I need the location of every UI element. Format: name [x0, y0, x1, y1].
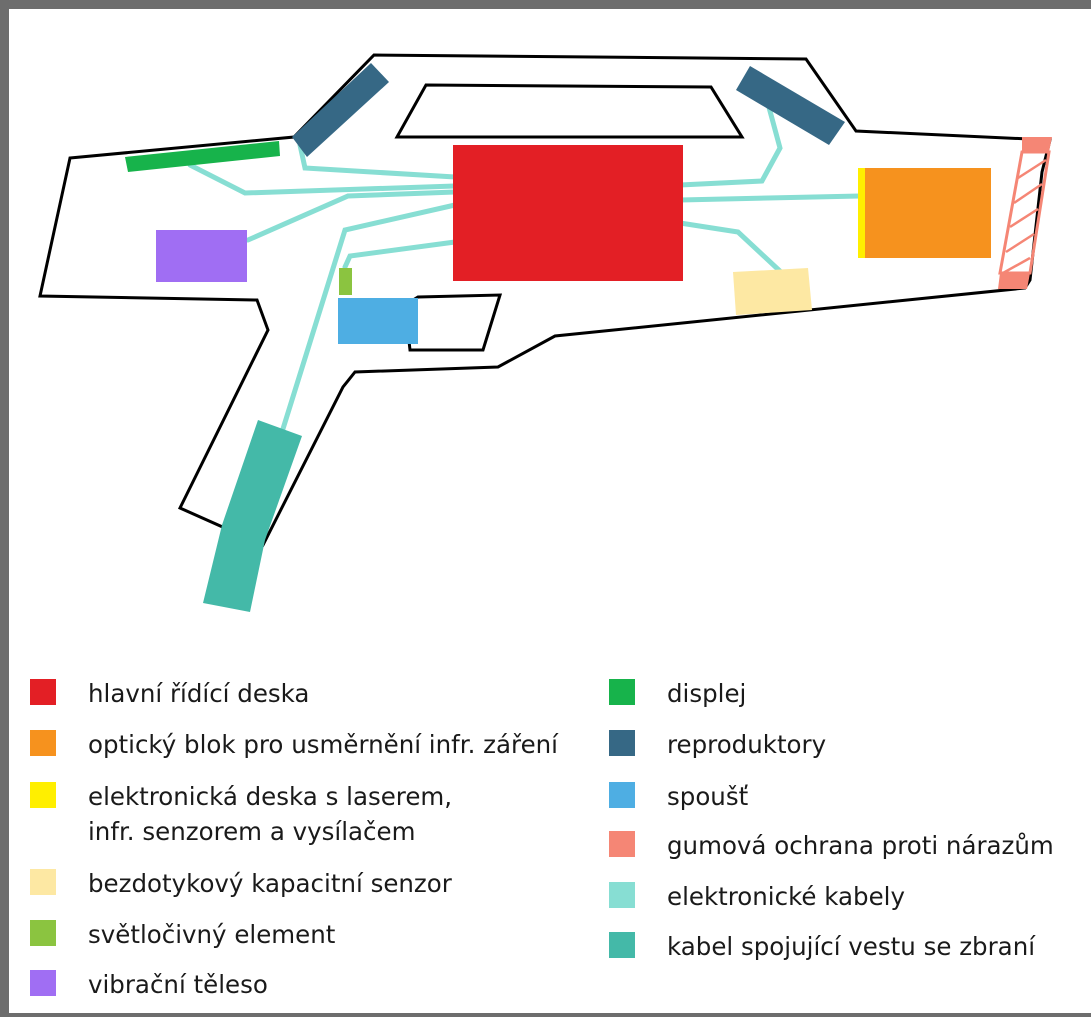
legend-swatch	[609, 831, 635, 857]
display	[125, 141, 280, 172]
legend-label: kabel spojující vestu se zbraní	[667, 932, 1036, 961]
legend-item-main-board: hlavní řídící deska	[30, 676, 309, 711]
legend-swatch	[30, 730, 56, 756]
cable-light-element	[342, 239, 458, 270]
legend-item-optical-block: optický blok pro usměrnění infr. záření	[30, 727, 558, 762]
legend-swatch	[609, 782, 635, 808]
cable-vest	[279, 202, 458, 435]
electronic-cables	[187, 97, 863, 435]
gun-diagram	[38, 53, 1052, 612]
legend-label: spoušť	[667, 782, 749, 811]
legend-label: vibrační těleso	[88, 970, 268, 999]
cable-speaker-right	[677, 97, 783, 188]
legend-swatch	[30, 782, 56, 808]
speaker-right	[736, 66, 845, 145]
legend-label: displej	[667, 679, 747, 708]
legend-swatch	[30, 970, 56, 996]
legend-item-display: displej	[609, 676, 746, 711]
speaker-left	[292, 63, 389, 157]
optical-block	[865, 168, 991, 258]
legend-item-speakers: reproduktory	[609, 727, 826, 762]
vest-cable	[203, 420, 302, 612]
legend-item-vibration-body: vibrační těleso	[30, 967, 268, 1002]
legend-item-vest-cable: kabel spojující vestu se zbraní	[609, 929, 1035, 964]
legend-item-rubber-protection: gumová ochrana proti nárazům	[609, 828, 1054, 863]
legend-item-electronic-cables: elektronické kabely	[609, 879, 905, 914]
legend-label-multiline: elektronická deska s laserem, infr. senz…	[88, 779, 452, 849]
legend-item-trigger: spoušť	[609, 779, 748, 814]
legend-label-line2: infr. senzorem a vysílačem	[88, 817, 416, 846]
legend-label: hlavní řídící deska	[88, 679, 310, 708]
window-cutout	[394, 83, 745, 139]
legend-label: optický blok pro usměrnění infr. záření	[88, 730, 558, 759]
legend-swatch	[609, 932, 635, 958]
cable-vibration	[245, 189, 458, 243]
legend-label: gumová ochrana proti nárazům	[667, 831, 1054, 860]
gun-body-outline	[38, 53, 1052, 547]
laser-board	[858, 168, 865, 258]
legend-swatch	[609, 679, 635, 705]
legend-item-laser-board: elektronická deska s laserem, infr. senz…	[30, 779, 452, 849]
legend-item-light-element: světločivný element	[30, 917, 335, 952]
legend-label-line1: elektronická deska s laserem,	[88, 782, 453, 811]
capacitive-sensor	[733, 268, 812, 315]
legend-swatch	[609, 882, 635, 908]
legend-label: světločivný element	[88, 920, 336, 949]
cable-speaker-left	[297, 142, 458, 180]
legend-swatch	[609, 730, 635, 756]
vibration-body	[156, 230, 247, 282]
legend-swatch	[30, 679, 56, 705]
rubber-protection	[998, 137, 1052, 289]
legend-swatch	[30, 869, 56, 895]
cable-optics	[677, 193, 863, 203]
legend-item-capacitive-sensor: bezdotykový kapacitní senzor	[30, 866, 452, 901]
main-control-board	[453, 145, 683, 281]
legend-label: elektronické kabely	[667, 882, 905, 911]
cable-capacitive	[677, 220, 785, 276]
legend-label: bezdotykový kapacitní senzor	[88, 869, 452, 898]
legend-label: reproduktory	[667, 730, 827, 759]
light-sensitive-element	[339, 268, 352, 295]
cable-display	[187, 162, 458, 196]
legend-swatch	[30, 920, 56, 946]
trigger-guard	[403, 293, 503, 352]
trigger	[338, 298, 418, 344]
